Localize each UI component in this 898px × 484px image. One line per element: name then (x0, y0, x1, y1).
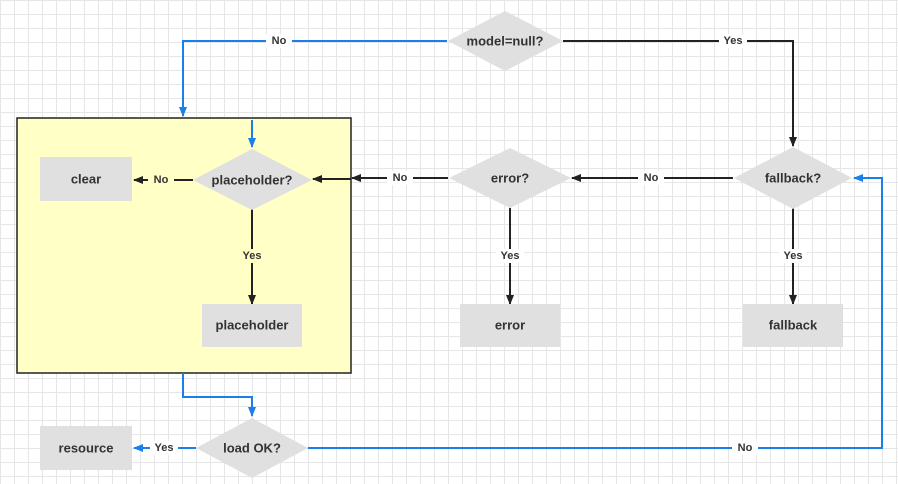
process-resource-label: resource (59, 441, 114, 456)
decision-model-null (448, 11, 563, 71)
decision-model-null-label: model=null? (467, 34, 544, 49)
edge-label-fallback-no: No (644, 172, 659, 184)
decision-placeholder (193, 149, 312, 210)
process-fallback-label: fallback (769, 318, 818, 333)
process-placeholder (202, 304, 302, 347)
decision-load-ok (196, 418, 308, 478)
edge-label-model-no: No (272, 35, 287, 47)
edge-label-error-yes: Yes (501, 250, 520, 262)
edge-container-to-load (182, 373, 256, 417)
decision-error (449, 148, 571, 208)
process-fallback (743, 304, 843, 347)
decision-fallback (734, 147, 852, 209)
decision-placeholder-label: placeholder? (212, 173, 293, 188)
edge-label-model-yes: Yes (724, 35, 743, 47)
edge-label-fallback-yes: Yes (784, 250, 803, 262)
edge-load-no (308, 174, 883, 449)
edge-label-placeholder-yes: Yes (243, 250, 262, 262)
edge-label-error-no: No (393, 172, 408, 184)
process-error-label: error (495, 318, 525, 333)
edge-label-placeholder-no: No (154, 174, 169, 186)
process-error (460, 304, 560, 347)
process-placeholder-label: placeholder (216, 318, 289, 333)
process-resource (40, 426, 132, 470)
process-clear-label: clear (71, 172, 101, 187)
edge-label-load-yes: Yes (155, 442, 174, 454)
edge-model-yes (563, 40, 797, 147)
process-clear (40, 157, 132, 201)
decision-load-ok-label: load OK? (223, 441, 281, 456)
decision-error-label: error? (491, 171, 529, 186)
edge-label-load-no: No (738, 442, 753, 454)
edge-model-no (179, 40, 447, 117)
decision-fallback-label: fallback? (765, 171, 821, 186)
